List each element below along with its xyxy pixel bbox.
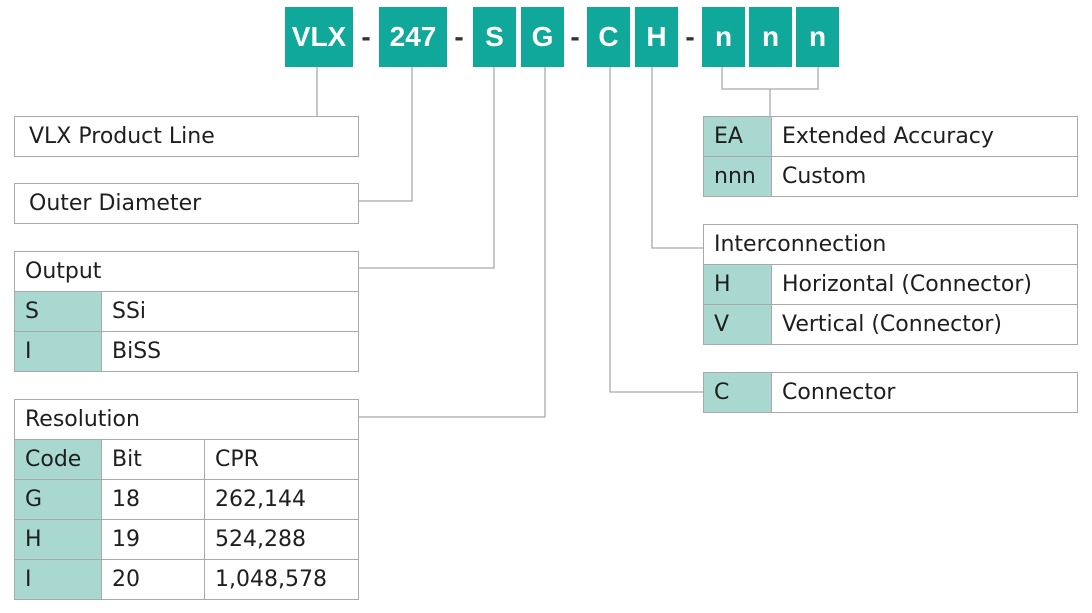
separator: - <box>570 21 580 52</box>
table-row: nnn Custom <box>703 156 1078 197</box>
segment-output: S <box>473 7 516 67</box>
table-row: EA Extended Accuracy <box>703 116 1078 157</box>
segment-resolution: G <box>521 7 564 67</box>
resolution-bit: 20 <box>101 559 205 600</box>
resolution-table: Resolution Code Bit CPR G 18 262,144 H 1… <box>14 399 359 600</box>
separator: - <box>361 21 371 52</box>
resolution-cpr: 524,288 <box>204 519 359 560</box>
table-row: V Vertical (Connector) <box>703 304 1078 345</box>
resolution-code: I <box>14 559 102 600</box>
output-desc: BiSS <box>101 331 359 372</box>
resolution-cpr: 262,144 <box>204 479 359 520</box>
output-code: I <box>14 331 102 372</box>
line-g <box>358 67 546 418</box>
outer-diameter-label: Outer Diameter <box>14 183 359 224</box>
table-row: I 20 1,048,578 <box>14 559 359 600</box>
table-row: C Connector <box>703 372 1078 413</box>
table-row: G 18 262,144 <box>14 479 359 520</box>
output-desc: SSi <box>101 291 359 332</box>
line-h <box>651 67 703 249</box>
product-line-label: VLX Product Line <box>14 116 359 157</box>
column-header-code: Code <box>14 439 102 480</box>
resolution-cpr: 1,048,578 <box>204 559 359 600</box>
table-row: S SSi <box>14 291 359 332</box>
segment-connector: C <box>587 7 630 67</box>
output-table: Output S SSi I BiSS <box>14 251 359 372</box>
column-header-bit: Bit <box>101 439 205 480</box>
interconnection-code: H <box>703 264 772 305</box>
separator: - <box>685 21 695 52</box>
line-247 <box>358 67 413 202</box>
option-desc: Extended Accuracy <box>771 116 1078 157</box>
interconnection-desc: Vertical (Connector) <box>771 304 1078 345</box>
table-row: I BiSS <box>14 331 359 372</box>
resolution-bit: 18 <box>101 479 205 520</box>
separator: - <box>454 21 464 52</box>
resolution-code: G <box>14 479 102 520</box>
option-desc: Custom <box>771 156 1078 197</box>
option-code: EA <box>703 116 772 157</box>
interconnection-title: Interconnection <box>703 224 1078 265</box>
segment-vlx: VLX <box>285 7 353 67</box>
resolution-title: Resolution <box>14 399 359 440</box>
connector-table: C Connector <box>703 372 1078 413</box>
product-line-box: VLX Product Line <box>14 116 359 157</box>
segment-interconnection: H <box>635 7 678 67</box>
table-row: H Horizontal (Connector) <box>703 264 1078 305</box>
segment-diameter: 247 <box>379 7 447 67</box>
interconnection-desc: Horizontal (Connector) <box>771 264 1078 305</box>
resolution-bit: 19 <box>101 519 205 560</box>
output-title: Output <box>14 251 359 292</box>
option-code: nnn <box>703 156 772 197</box>
column-header-cpr: CPR <box>204 439 359 480</box>
table-header-row: Code Bit CPR <box>14 439 359 480</box>
segment-option-2: n <box>749 7 792 67</box>
interconnection-code: V <box>703 304 772 345</box>
line-nnn-bracket <box>721 67 819 116</box>
segment-option-1: n <box>702 7 745 67</box>
line-c <box>609 67 703 393</box>
table-row: H 19 524,288 <box>14 519 359 560</box>
options-table: EA Extended Accuracy nnn Custom <box>703 116 1078 197</box>
output-code: S <box>14 291 102 332</box>
resolution-code: H <box>14 519 102 560</box>
segment-option-3: n <box>796 7 839 67</box>
outer-diameter-box: Outer Diameter <box>14 183 359 224</box>
line-s <box>358 67 495 269</box>
connector-desc: Connector <box>771 372 1078 413</box>
connector-code: C <box>703 372 772 413</box>
interconnection-table: Interconnection H Horizontal (Connector)… <box>703 224 1078 345</box>
